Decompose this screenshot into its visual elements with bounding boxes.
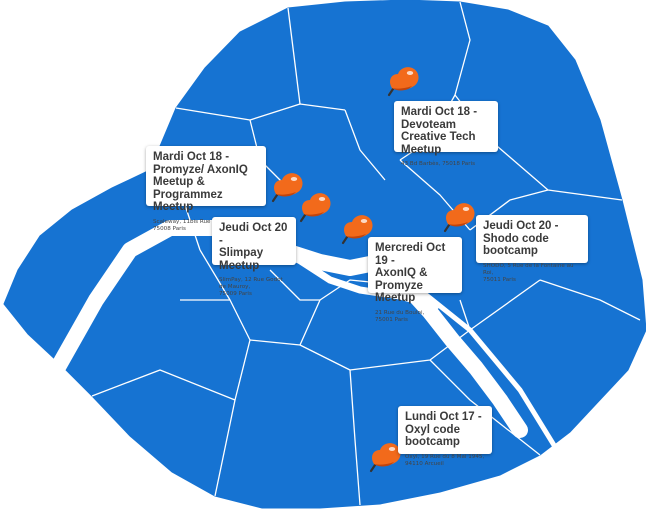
event-title: Jeudi Oct 20 - Shodo code bootcamp [483,220,559,257]
event-title: Mardi Oct 18 - Promyze/ AxonIQ Meetup & … [153,151,248,213]
event-address: 21 Rue du Bouloi, 75001 Paris [375,309,425,323]
event-title: Mardi Oct 18 - Devoteam Creative Tech Me… [401,106,478,156]
event-card-promyze-axoniq[interactable]: Mardi Oct 18 - Promyze/ AxonIQ Meetup & … [146,146,266,232]
map-pin-icon[interactable] [442,198,478,236]
event-title: Mercredi Oct 19 - AxonIQ & Promyze Meetu… [375,242,446,304]
event-address: Oxyl, 19 Rue du 8 Mai 1945, 94110 Arcuei… [405,453,485,467]
event-title: Jeudi Oct 20 - Slimpay Meetup [219,222,288,272]
map-pin-icon[interactable] [340,210,376,248]
railway-track [417,287,593,512]
event-title: Lundi Oct 17 - Oxyl code bootcamp [405,411,482,448]
event-card-devoteam[interactable]: Mardi Oct 18 - Devoteam Creative Tech Me… [394,101,498,167]
event-card-axoniq-promyze[interactable]: Mercredi Oct 19 - AxonIQ & Promyze Meetu… [368,237,462,323]
event-card-shodo[interactable]: Jeudi Oct 20 - Shodo code bootcamp SHODO… [476,215,588,283]
map-pin-icon[interactable] [270,168,306,206]
map-pin-icon[interactable] [368,438,404,476]
event-address: SlimPay, 12 Rue Godot de Mauroy, 75009 P… [219,277,283,297]
event-address: SHODO, 5 Rue de la Fontaine au Roi, 7501… [483,262,574,283]
map-pin-icon[interactable] [298,188,334,226]
event-card-oxyl[interactable]: Lundi Oct 17 - Oxyl code bootcamp Oxyl, … [398,406,492,467]
event-card-slimpay[interactable]: Jeudi Oct 20 - Slimpay Meetup SlimPay, 1… [212,217,296,297]
event-address: 43 Bd Barbès, 75018 Paris [401,161,475,167]
map-pin-icon[interactable] [386,62,422,100]
seine-river [36,220,528,438]
